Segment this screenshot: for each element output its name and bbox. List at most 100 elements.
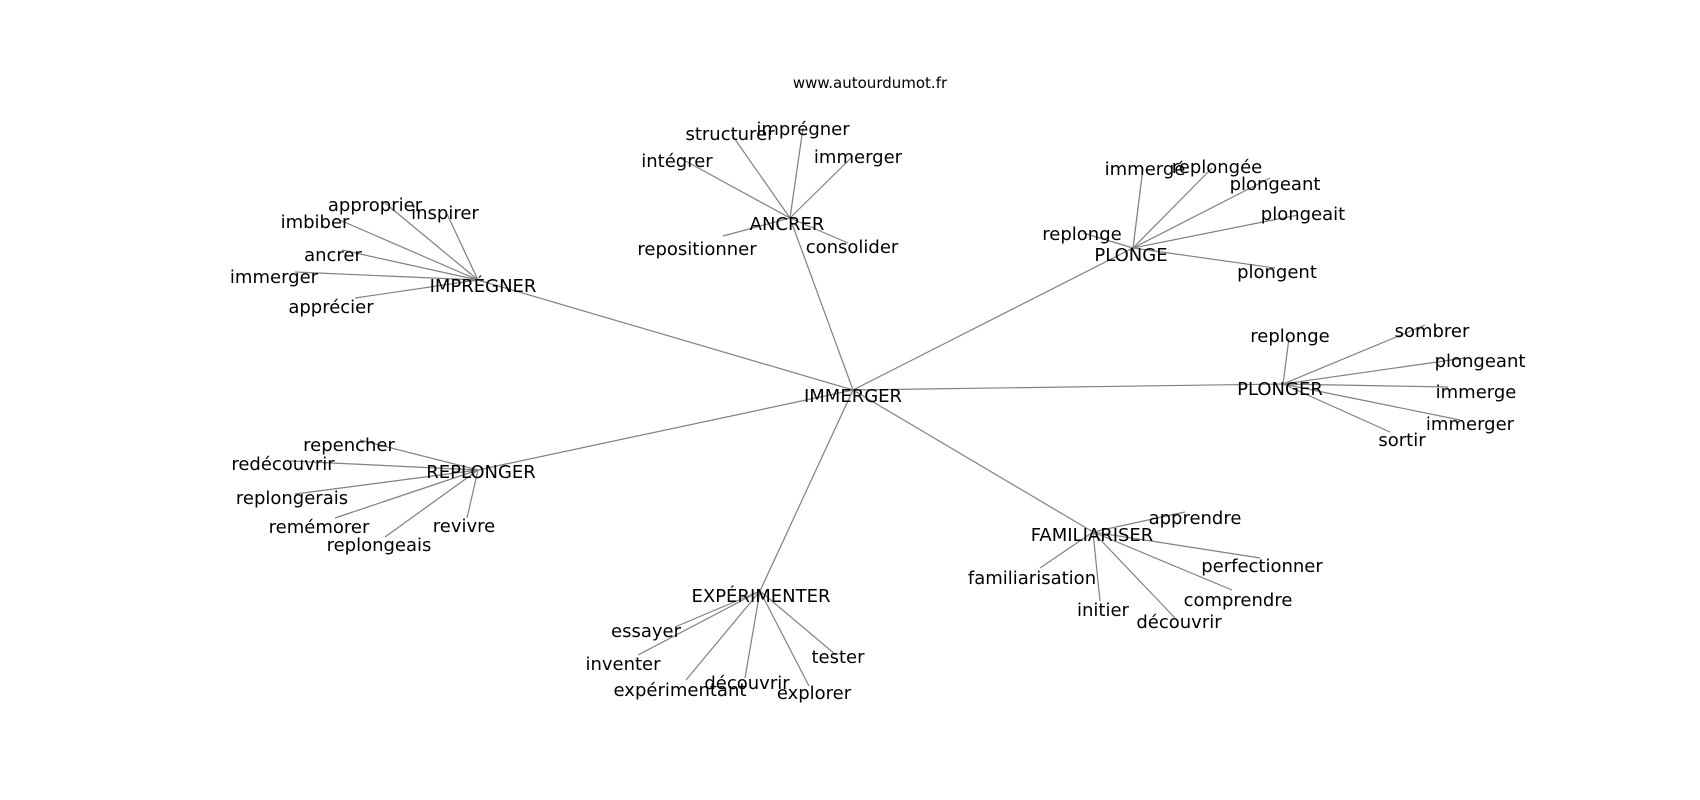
leaf-node-label[interactable]: perfectionner [1201, 556, 1323, 577]
leaf-node-label[interactable]: ancrer [304, 245, 362, 266]
leaf-node-label[interactable]: imbiber [281, 212, 350, 233]
leaf-node-label[interactable]: replonge [1250, 326, 1329, 347]
leaf-node-label[interactable]: découvrir [1136, 612, 1222, 633]
edge-cluster-to-leaf [744, 590, 761, 679]
edge-cluster-to-leaf [637, 590, 761, 656]
edge-cluster-to-leaf [384, 202, 479, 281]
cluster-node-label[interactable]: ANCRER [750, 214, 825, 235]
cluster-node-label[interactable]: IMPRÉGNER [430, 275, 537, 297]
edge-cluster-to-leaf [334, 469, 479, 519]
leaf-node-label[interactable]: inventer [585, 654, 661, 675]
edge-cluster-to-leaf [759, 590, 810, 687]
edge-cluster-to-leaf [1282, 357, 1466, 385]
edge-cluster-to-leaf [466, 469, 479, 519]
leaf-node-label[interactable]: redécouvrir [231, 454, 335, 475]
edge-center-to-cluster [789, 217, 854, 391]
leaf-node-label[interactable]: repencher [303, 435, 395, 456]
leaf-node-label[interactable]: immerger [230, 267, 319, 288]
edge-center-to-cluster [852, 389, 1094, 533]
edge-cluster-to-leaf [685, 590, 761, 681]
edge-cluster-to-leaf [1092, 531, 1261, 559]
edge-cluster-to-leaf [384, 469, 479, 538]
edge-cluster-to-leaf [1092, 531, 1233, 591]
edge-center-to-cluster [477, 279, 854, 391]
edge-cluster-to-leaf [294, 271, 479, 281]
leaf-node-label[interactable]: consolider [806, 237, 899, 258]
leaf-node-label[interactable]: explorer [777, 683, 852, 704]
edge-cluster-to-leaf [1039, 531, 1094, 569]
edge-cluster-to-leaf [1282, 383, 1461, 421]
edge-center-to-cluster [852, 383, 1284, 391]
leaf-node-label[interactable]: replongeais [327, 535, 432, 556]
leaf-node-label[interactable]: plongent [1237, 262, 1317, 283]
edges-layer [289, 127, 1466, 687]
edge-cluster-to-leaf [789, 155, 854, 219]
edge-cluster-to-leaf [1132, 247, 1276, 269]
leaf-node-label[interactable]: expérimentant [614, 680, 747, 701]
leaf-node-label[interactable]: plongeant [1230, 174, 1321, 195]
edge-cluster-to-leaf [294, 469, 479, 495]
leaf-node-label[interactable]: structurer [685, 124, 775, 145]
leaf-node-label[interactable]: plongeait [1261, 204, 1345, 225]
leaf-node-label[interactable]: replongée [1172, 157, 1263, 178]
edge-center-to-cluster [852, 247, 1134, 391]
leaf-node-label[interactable]: intégrer [641, 151, 713, 172]
leaf-node-label[interactable]: immerger [814, 147, 903, 168]
edge-center-to-cluster [477, 389, 854, 471]
leaf-node-label[interactable]: replongerais [236, 488, 348, 509]
cluster-node-label[interactable]: PLONGER [1237, 379, 1323, 400]
edge-cluster-to-leaf [1092, 531, 1176, 619]
leaf-node-label[interactable]: comprendre [1184, 590, 1293, 611]
leaf-node-label[interactable]: revivre [433, 516, 495, 537]
edge-cluster-to-leaf [789, 217, 849, 244]
edge-cluster-to-leaf [334, 217, 479, 281]
leaf-node-label[interactable]: apprendre [1149, 508, 1242, 529]
leaf-node-label[interactable]: sombrer [1395, 321, 1470, 342]
edge-cluster-to-leaf [679, 157, 791, 219]
leaf-node-label[interactable]: repositionner [637, 239, 757, 260]
cluster-node-label[interactable]: FAMILIARISER [1031, 525, 1154, 546]
leaf-node-label[interactable]: inspirer [411, 203, 479, 224]
leaf-node-label[interactable]: découvrir [704, 673, 790, 694]
edge-center-to-cluster [759, 389, 854, 592]
cluster-node-label[interactable]: REPLONGER [426, 462, 536, 483]
leaf-node-label[interactable]: tester [811, 647, 865, 668]
leaf-node-label[interactable]: familiarisation [968, 568, 1096, 589]
edge-cluster-to-leaf [1132, 167, 1144, 249]
leaf-node-label[interactable]: initier [1077, 600, 1130, 621]
leaf-node-label[interactable]: remémorer [269, 517, 370, 538]
edge-cluster-to-leaf [1282, 383, 1391, 433]
edge-cluster-to-leaf [759, 590, 837, 656]
leaf-node-label[interactable]: immergé [1105, 159, 1186, 180]
edge-cluster-to-leaf [1282, 337, 1290, 385]
leaf-node-label[interactable]: apprécier [288, 297, 374, 318]
edge-cluster-to-leaf [722, 217, 791, 237]
edge-cluster-to-leaf [341, 249, 479, 281]
leaf-node-label[interactable]: approprier [328, 195, 423, 216]
leaf-node-label[interactable]: immerger [1426, 414, 1515, 435]
leaf-node-label[interactable]: imprégner [756, 119, 850, 140]
edge-cluster-to-leaf [1282, 383, 1449, 388]
edge-cluster-to-leaf [1132, 214, 1299, 249]
edge-cluster-to-leaf [789, 127, 804, 219]
source-label: www.autourdumot.fr [793, 74, 948, 92]
edge-cluster-to-leaf [446, 213, 479, 281]
edge-cluster-to-leaf [359, 439, 479, 471]
edge-cluster-to-leaf [289, 460, 479, 471]
center-node-label[interactable]: IMMERGER [804, 386, 902, 407]
edge-cluster-to-leaf [354, 279, 479, 299]
edge-cluster-to-leaf [1282, 324, 1426, 385]
edge-cluster-to-leaf [731, 134, 791, 219]
edge-cluster-to-leaf [674, 590, 761, 628]
leaf-node-label[interactable]: replonge [1042, 224, 1121, 245]
edge-cluster-to-leaf [1082, 232, 1134, 249]
edge-cluster-to-leaf [1092, 531, 1101, 602]
cluster-node-label[interactable]: EXPÉRIMENTER [692, 585, 831, 607]
leaf-node-label[interactable]: plongeant [1435, 351, 1526, 372]
cluster-node-label[interactable]: PLONGE [1094, 245, 1167, 266]
edge-cluster-to-leaf [1132, 167, 1213, 249]
leaf-node-label[interactable]: immerge [1436, 382, 1517, 403]
leaf-node-label[interactable]: sortir [1378, 430, 1426, 451]
leaf-node-label[interactable]: essayer [611, 621, 682, 642]
